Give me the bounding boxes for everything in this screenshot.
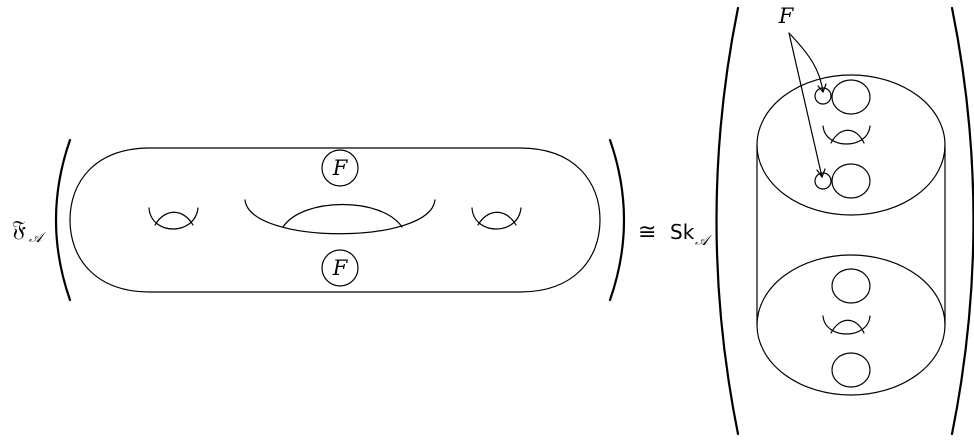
bottom-cap-handle-upper-arc — [830, 319, 865, 334]
right-handle-lower-arc — [471, 207, 522, 230]
skein-symbol: Sk — [670, 220, 695, 244]
top-cap-ellipse — [756, 74, 946, 216]
left-close-paren — [608, 138, 626, 302]
left-handle — [148, 207, 199, 230]
top-insertion-node: F — [321, 149, 359, 187]
bottom-cap-ellipse — [756, 254, 946, 396]
right-open-paren — [715, 6, 740, 436]
bottom-insertion-node: F — [321, 249, 359, 287]
center-handle-upper-arc — [282, 204, 403, 228]
pointer-annotation: F — [778, 4, 827, 178]
bottom-insertion-label: F — [332, 256, 349, 280]
functor-subscript-a: 𝒜 — [29, 230, 46, 246]
right-handle-upper-arc — [477, 211, 517, 226]
genus-three-surface: F F — [69, 147, 601, 293]
skein-subscript-a: 𝒜 — [695, 233, 712, 249]
center-handle — [244, 199, 436, 235]
top-cap-handle-lower-arc — [822, 125, 871, 145]
pointer-label: F — [778, 4, 795, 28]
top-cap-lower-hole — [831, 163, 871, 199]
top-insertion-circle — [321, 149, 359, 187]
top-cap-features — [814, 79, 871, 199]
bottom-cap-features — [822, 268, 871, 388]
bottom-cap-upper-hole — [831, 268, 871, 304]
left-open-paren — [54, 138, 72, 302]
center-handle-lower-arc — [244, 199, 436, 235]
bottom-cap-handle-lower-arc — [822, 315, 871, 335]
isomorphism-expression: ≅ Sk 𝒜 — [638, 220, 712, 249]
left-handle-lower-arc — [148, 207, 199, 230]
isomorphism-symbol: ≅ — [638, 220, 656, 245]
top-cap-handle-upper-arc — [830, 129, 865, 144]
left-functor-expression: 𝔉 𝒜 — [12, 217, 46, 246]
top-cap-upper-hole — [831, 79, 871, 115]
fraktur-f-symbol: 𝔉 — [12, 217, 26, 242]
top-insertion-label: F — [332, 156, 349, 180]
arrow-to-lower-marker — [788, 32, 823, 178]
bottom-cap-lower-hole — [831, 352, 871, 388]
right-handle — [471, 207, 522, 230]
top-cap-upper-marker — [814, 87, 832, 105]
arrowhead-lower-marker — [816, 168, 826, 178]
arrow-to-upper-marker — [788, 32, 824, 93]
arrowhead-upper-marker — [817, 83, 827, 93]
surface-outline — [69, 147, 601, 293]
right-close-paren — [950, 6, 974, 436]
cylinder-surface — [756, 74, 946, 396]
bottom-insertion-circle — [321, 249, 359, 287]
left-handle-upper-arc — [154, 211, 194, 226]
